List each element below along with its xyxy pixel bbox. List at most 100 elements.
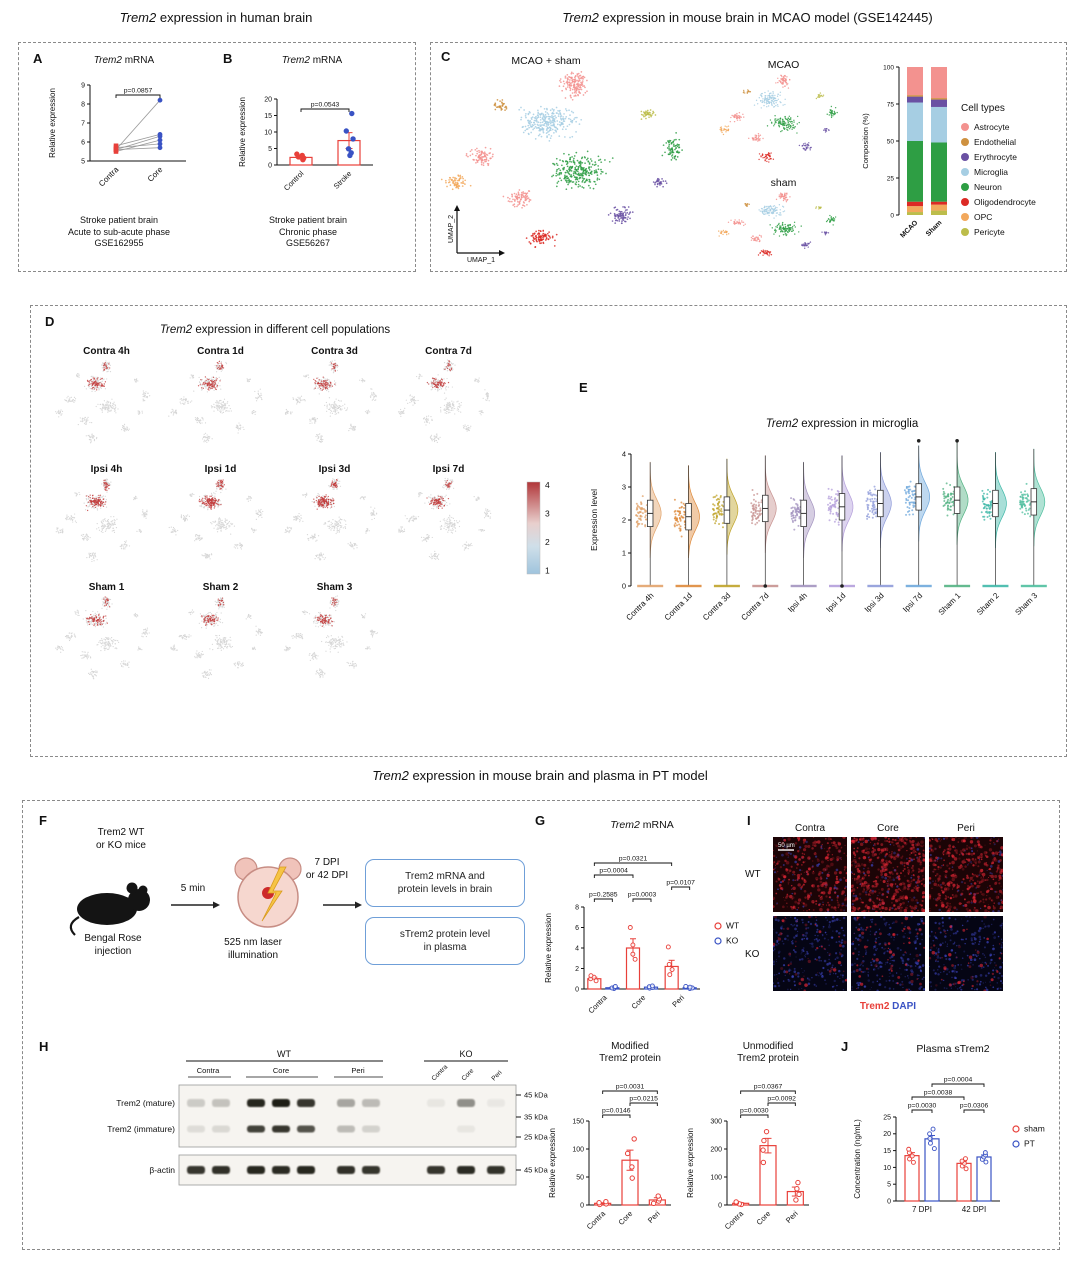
legend-swatch [961,212,969,221]
legend-swatch [961,182,969,191]
legend-swatch [961,137,969,146]
umap-combined-title: MCAO + sham [511,55,581,67]
svg-text:0: 0 [268,162,272,169]
panel-b-title-rest: mRNA [309,55,343,66]
panel-label-f: F [39,813,47,828]
feature-umap-contra-3d: Contra 3d [281,346,388,451]
legend-label: Oligodendrocyte [974,196,1036,207]
panel-e-title-rest: expression in microglia [798,418,919,430]
micrograph-row-ko: KO [745,949,760,960]
svg-text:5: 5 [81,158,85,165]
modified-title-line: Trem2 protein [599,1053,661,1064]
feature-umap-sham-3: Sham 3 [281,582,388,687]
panel-g-title-rest: mRNA [639,819,674,831]
svg-text:Relative expression: Relative expression [238,97,247,167]
feature-umap-title: Contra 4h [83,346,130,357]
feature-umap-title: Contra 1d [197,346,244,357]
legend-item-opc: OPC [961,209,1061,224]
legend-swatch [961,167,969,176]
mice-label-line: or KO mice [95,839,146,851]
section-title-human-rest: expression in human brain [156,10,313,25]
panel-label-e: E [579,380,588,395]
panel-e-title: Trem2 expression in microglia [672,418,1012,430]
laser-label-line: illumination [227,949,279,961]
mice-label: Trem2 WT or KO mice [61,827,181,852]
section-title-pt: Trem2 expression in mouse brain and plas… [22,768,1058,783]
panel-label-a: A [33,51,43,66]
legend-label: OPC [974,211,993,222]
feature-umap-ipsi-3d: Ipsi 3d [281,464,388,569]
feature-umap-ipsi-4h: Ipsi 4h [53,464,160,569]
gene-name-italic: Trem2 [281,55,310,66]
feature-umap-title: Sham 3 [316,582,353,593]
gene-name-italic: Trem2 [765,418,799,430]
modified-title-line: Modified [611,1041,649,1052]
svg-text:10: 10 [264,129,272,136]
injection-label-line: injection [94,945,132,957]
legend-label: Pericyte [974,226,1005,237]
panel-label-d: D [45,314,55,329]
svg-text:8: 8 [81,101,85,108]
svg-text:UMAP_1: UMAP_1 [467,257,495,264]
feature-umap-title: Ipsi 1d [204,464,237,475]
micrograph-row-wt: WT [745,869,761,880]
section-title-human: Trem2 expression in human brain [18,10,414,25]
legend-item-microglia: Microglia [961,164,1061,179]
modified-chart-title: Modified Trem2 protein [570,1041,690,1065]
cell-types-legend-title: Cell types [961,103,1005,114]
box-pt-model: F Trem2 WT or KO mice 5 min Bengal Rose … [22,800,1060,1250]
unmodified-chart-title: Unmodified Trem2 protein [708,1041,828,1065]
svg-text:20: 20 [264,96,272,103]
dpi-label-line: or 42 DPI [305,869,349,881]
legend-swatch [961,122,969,131]
svg-text:Stroke: Stroke [332,169,354,191]
svg-text:p=0.0857: p=0.0857 [124,88,153,95]
legend-label: Microglia [974,166,1009,177]
outcome-box-line: in plasma [423,942,467,953]
panel-a-caption: Stroke patient brain Acute to sub-acute … [34,215,204,250]
gene-name-italic: Trem2 [93,55,122,66]
unmodified-title-line: Unmodified [742,1041,794,1052]
legend-item-erythrocyte: Erythrocyte [961,149,1061,164]
feature-umap-title: Ipsi 3d [318,464,351,475]
feature-umap-ipsi-7d: Ipsi 7d [395,464,502,569]
umap-mcao-plot [716,73,851,171]
panel-d-title: Trem2 expression in different cell popul… [55,324,495,336]
svg-text:Core: Core [146,165,165,184]
svg-text:7: 7 [81,120,85,127]
svg-text:0: 0 [890,212,894,219]
feature-umap-title: Ipsi 4h [90,464,123,475]
feature-umap-title: Contra 3d [311,346,358,357]
micrograph-wt-contra: 50 µm [773,837,847,912]
svg-text:p=0.0543: p=0.0543 [311,102,340,109]
gene-name-italic: Trem2 [610,819,640,831]
micrograph-wt-peri [929,837,1003,912]
legend-swatch [961,227,969,236]
panel-label-i: I [747,813,751,828]
svg-text:UMAP_2: UMAP_2 [448,215,455,243]
gene-name-italic: Trem2 [372,768,409,783]
pt-schematic [43,847,543,977]
panel-b-caption: Stroke patient brain Chronic phase GSE56… [223,215,393,250]
laser-label: 525 nm laser illumination [188,937,318,962]
panel-d-title-rest: expression in different cell populations [192,324,391,336]
panel-a-title-rest: mRNA [121,55,155,66]
feature-umap-contra-1d: Contra 1d [167,346,274,451]
svg-text:15: 15 [264,113,272,120]
unmodified-title-line: Trem2 protein [737,1053,799,1064]
legend-swatch [961,152,969,161]
gene-name-italic: Trem2 [562,10,599,25]
feature-umap-sham-1: Sham 1 [53,582,160,687]
feature-umap-title: Sham 2 [202,582,239,593]
umap-mcao-title: MCAO [767,59,800,71]
injection-label-line: Bengal Rose [84,933,142,944]
